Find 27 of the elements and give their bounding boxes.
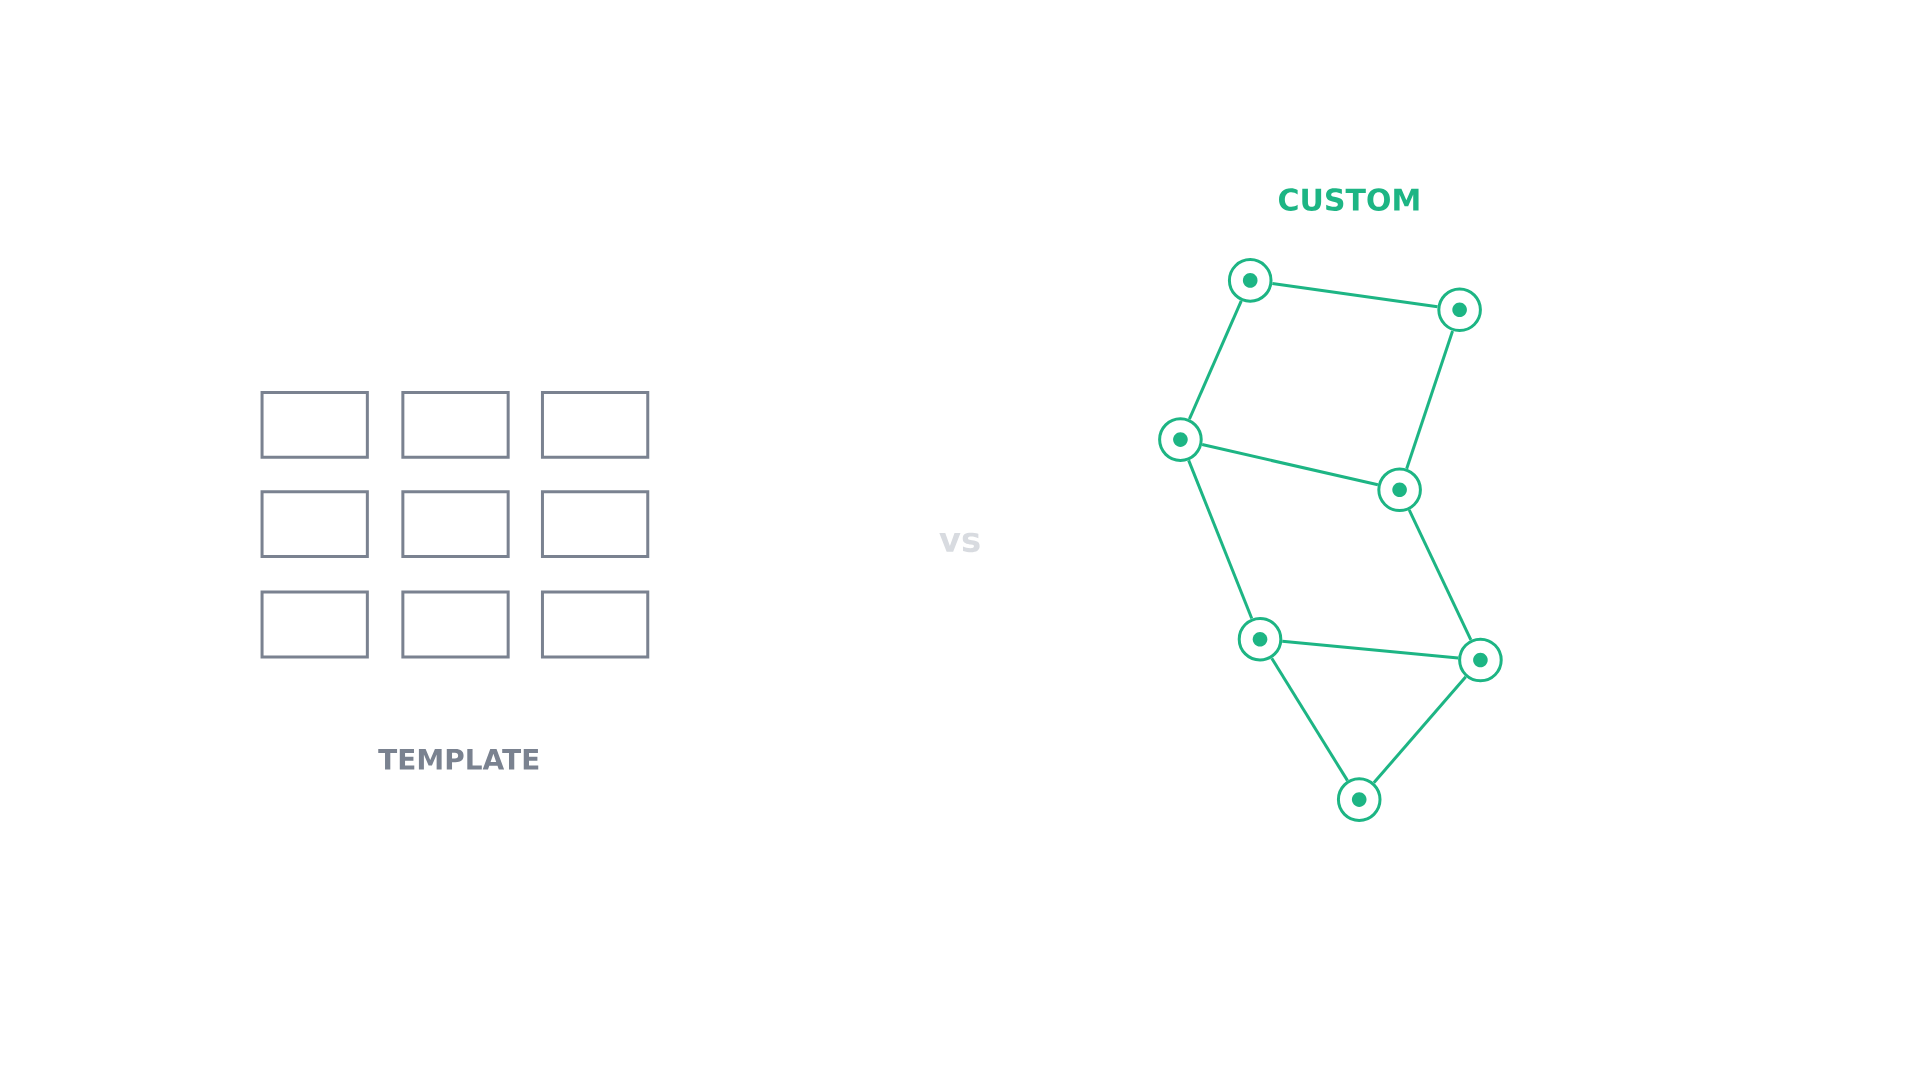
- node-circle: [1227, 258, 1273, 303]
- grid-box: [260, 390, 369, 459]
- node-circle: [1377, 467, 1422, 513]
- grid-box: [540, 390, 650, 459]
- template-heading: TEMPLATE: [378, 749, 539, 770]
- node-circle: [1458, 637, 1503, 683]
- grid-box: [540, 490, 650, 559]
- connector-line: [1282, 639, 1459, 660]
- connector-line: [1372, 675, 1467, 784]
- node-circle: [1437, 287, 1482, 333]
- grid-box: [260, 590, 369, 659]
- connector-line: [1272, 282, 1438, 309]
- connector-line: [1188, 300, 1243, 420]
- node-circle: [1158, 417, 1203, 462]
- connector-line: [1201, 443, 1379, 487]
- grid-box: [401, 590, 510, 659]
- node-circle: [1237, 616, 1283, 662]
- custom-heading: CUSTOM: [1279, 188, 1419, 211]
- connector-line: [1405, 330, 1454, 470]
- node-circle: [1336, 777, 1382, 822]
- grid-box: [401, 390, 510, 459]
- connector-line: [1187, 459, 1254, 620]
- grid-box: [401, 490, 510, 559]
- connector-line: [1407, 509, 1473, 641]
- grid-box: [540, 590, 650, 659]
- connector-line: [1270, 657, 1349, 782]
- grid-box: [260, 490, 369, 559]
